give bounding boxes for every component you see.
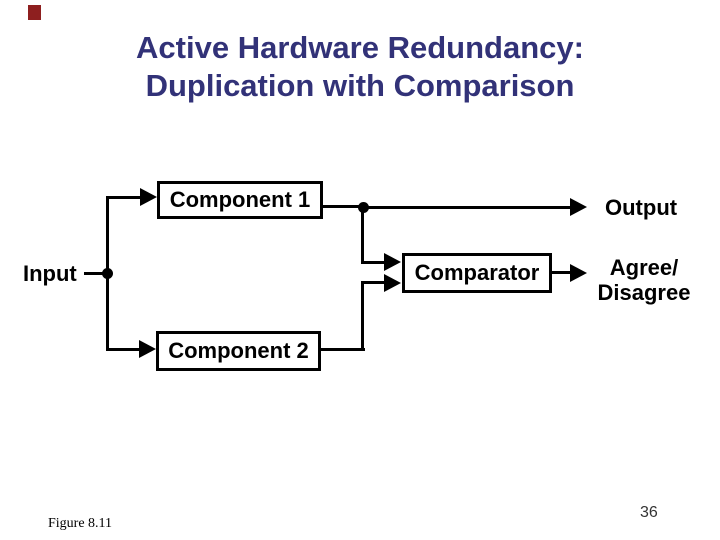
comparator-label: Comparator [414,260,540,285]
page-number: 36 [640,504,658,521]
comparator-input2-riser-line [361,282,364,351]
output-label: Output [605,195,678,220]
input-label: Input [23,261,77,286]
title-line-1: Active Hardware Redundancy: [136,30,584,65]
comparator-output-arrowhead-icon [570,264,587,282]
comparator-output-line [552,271,572,274]
title-line-2: Duplication with Comparison [145,68,575,103]
output-line [363,206,571,209]
component1-input-line [106,196,142,199]
comparator-input1-line [361,261,386,264]
slide-accent-mark [28,5,41,20]
component2-output-line [319,348,365,351]
input-stub-line [84,272,108,275]
component2-input-arrowhead-icon [139,340,156,358]
agree-label: Agree/ [609,255,679,280]
agree-disagree-label: Agree/ Disagree [592,255,696,305]
slide-title: Active Hardware Redundancy: Duplication … [0,29,720,105]
component2-label: Component 2 [168,338,309,363]
comparator-input2-line [361,281,386,284]
comparator-input1-drop-line [361,207,364,264]
component1-label: Component 1 [169,187,311,212]
input-trunk-line [106,196,109,351]
component2-input-line [106,348,141,351]
comparator-input2-arrowhead-icon [384,274,401,292]
output-arrowhead-icon [570,198,587,216]
disagree-label: Disagree [597,280,691,305]
comparator-box: Comparator [402,253,552,293]
component1-output-line [321,205,363,208]
component1-box: Component 1 [157,181,323,219]
comparator-input1-arrowhead-icon [384,253,401,271]
figure-caption: Figure 8.11 [48,516,113,531]
component1-input-arrowhead-icon [140,188,157,206]
component2-box: Component 2 [156,331,321,371]
